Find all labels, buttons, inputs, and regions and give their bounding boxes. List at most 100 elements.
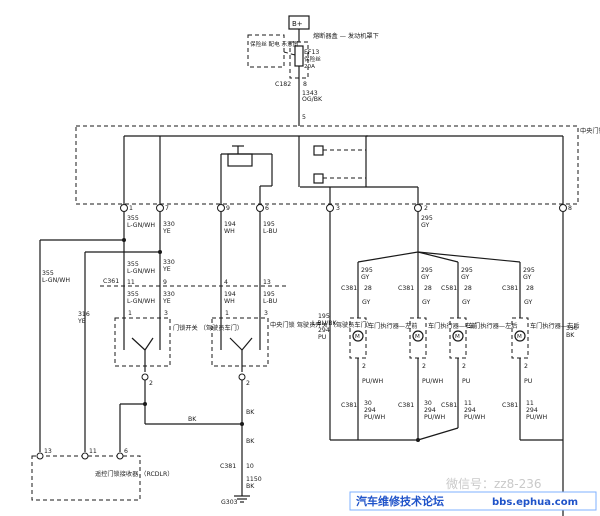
act4-wire-color: GY	[523, 274, 531, 281]
act1-pin: 28	[364, 285, 372, 292]
module-pins: 1 7 9 6 3 2 8	[120, 204, 572, 212]
act2-motor-icon	[412, 330, 424, 342]
c381-ground-label: C381	[220, 463, 236, 470]
driver-switch-label: 门锁开关 （驾驶员车门）	[173, 324, 243, 332]
wire-355-color-top: L-GN/WH	[127, 222, 155, 229]
left-wire-a-color: L-GN/WH	[42, 277, 70, 284]
act3-motor-sym: M	[455, 334, 460, 340]
left-wire-b-num: 316	[78, 311, 90, 318]
ground-wire-color: BK	[246, 483, 255, 490]
pin3-wire-color: L-BU/BK	[312, 320, 337, 327]
act1-conn: C381	[341, 285, 357, 292]
wire-195-color-top: L-BU	[263, 228, 277, 235]
act1-wire-num: 295	[361, 267, 373, 274]
wire-330-bot: 330	[163, 291, 175, 298]
fuse-details-box	[247, 34, 285, 68]
wire-355-mid: 355	[127, 261, 139, 268]
rcdlr-pin-11: 11	[89, 448, 97, 455]
act2-rconn: C381	[398, 402, 414, 409]
module-pin-3: 3	[336, 205, 340, 212]
switch-pin-3a: 3	[164, 310, 168, 317]
act3-rpin: 11	[464, 400, 472, 407]
left-wire-a-num: 355	[42, 270, 54, 277]
act3-motor-icon	[452, 330, 464, 342]
act4-motor-sym: M	[517, 334, 522, 340]
act3-color-2: GY	[462, 299, 470, 306]
fuse-id: EF13	[304, 49, 319, 56]
act1-pin2: 2	[362, 363, 366, 370]
driver-switch-outline	[114, 317, 171, 367]
act4-rnum: 294	[526, 407, 538, 414]
rcdlr-outline	[31, 455, 141, 501]
fuse-details-note: 保险丝 配电 示意图	[250, 40, 299, 48]
right-wire-color: BK	[566, 332, 575, 339]
act3-rnum: 294	[464, 407, 476, 414]
c361-pin-4: 4	[224, 279, 228, 286]
act3-label: 车门执行器—左后	[468, 322, 518, 330]
act4-rcolor: PU/WH	[526, 414, 547, 421]
module-pin-2: 2	[424, 205, 428, 212]
wechat-watermark: 微信号：zz8-236	[446, 477, 541, 491]
c361-pin-11: 11	[127, 279, 135, 286]
act3-pin: 28	[464, 285, 472, 292]
act3-wire-color: GY	[461, 274, 469, 281]
c361-label-left: C361	[103, 278, 119, 285]
central-lock-driver-switch: 中央门锁 驾驶员开关 （驾驶员车门） 2	[211, 317, 373, 387]
watermark: 微信号：zz8-236 汽车维修技术论坛 bbs.ephua.com	[349, 477, 597, 511]
act4-return-color: PU	[524, 378, 532, 385]
rcdlr-pin-13: 13	[44, 448, 52, 455]
rcdlr-receiver: 13 11 6 遥控门锁接收器 （RCDLR）	[31, 448, 173, 501]
act4-color-2: GY	[524, 299, 532, 306]
wire-195-bot: 195	[263, 291, 275, 298]
battery-label: B+	[292, 20, 303, 28]
module-pin-9: 9	[226, 205, 230, 212]
wire-194-color-top: WH	[224, 228, 235, 235]
driver-door-lock-switch: 门锁开关 （驾驶员车门） 2	[114, 317, 243, 387]
fuse-block-note: 熔断器盒 — 发动机罩下	[313, 32, 379, 40]
relay-2	[313, 173, 324, 184]
act4-pin2: 2	[524, 363, 528, 370]
c182-label: C182	[275, 81, 291, 88]
act1-color-2: GY	[362, 299, 370, 306]
act1-label: 车门执行器—左前	[368, 322, 418, 330]
act2-rpin: 30	[424, 400, 432, 407]
wire-330-color-top: YE	[162, 228, 171, 235]
wire-194-top: 194	[224, 221, 236, 228]
actuator-feed-num: 295	[421, 215, 433, 222]
c381-ground-pin: 10	[246, 463, 254, 470]
act1-rcolor: PU/WH	[364, 414, 385, 421]
forum-banner	[349, 491, 597, 511]
fuse-ef13	[294, 45, 304, 67]
act4-rpin: 11	[526, 400, 534, 407]
switch-pin-1a: 1	[128, 310, 132, 317]
act2-pin2: 2	[422, 363, 426, 370]
bk-wire-label-1: BK	[188, 416, 197, 423]
wire-355-bot: 355	[127, 291, 139, 298]
actuator-feed-color: GY	[421, 222, 429, 229]
wire-194-color-bot: WH	[224, 298, 235, 305]
wire-330-mid: 330	[163, 259, 175, 266]
module-label: 中央门锁模块	[580, 127, 600, 135]
ground-path: BK BK BK C381 10 1150 BK G303	[119, 373, 262, 506]
lock-switch-wiring: 355 L-GN/WH 330 YE 194 WH 195 L-BU 355 L…	[39, 212, 286, 452]
act4-motor-icon	[514, 330, 526, 342]
act4-wire-num: 295	[523, 267, 535, 274]
act2-color-2: GY	[422, 299, 430, 306]
act4-pin: 28	[526, 285, 534, 292]
ground-g303: G303	[221, 499, 238, 506]
relay-1	[313, 145, 324, 156]
wire-195-top: 195	[263, 221, 275, 228]
act2-conn: C381	[398, 285, 414, 292]
act1-motor-icon	[352, 330, 364, 342]
act2-wire-num: 295	[421, 267, 433, 274]
driver-switch-pin-out: 2	[149, 380, 153, 387]
act1-wire-color: GY	[361, 274, 369, 281]
pin3-wire-color2: PU	[318, 334, 326, 341]
act2-motor-sym: M	[415, 334, 420, 340]
switch-pin-1b: 1	[225, 310, 229, 317]
bk-wire-label-3: BK	[246, 438, 255, 445]
module-switch	[227, 153, 253, 167]
module-outline	[75, 125, 579, 205]
act3-rconn: C581	[441, 402, 457, 409]
ground-wire-num: 1150	[246, 476, 262, 483]
